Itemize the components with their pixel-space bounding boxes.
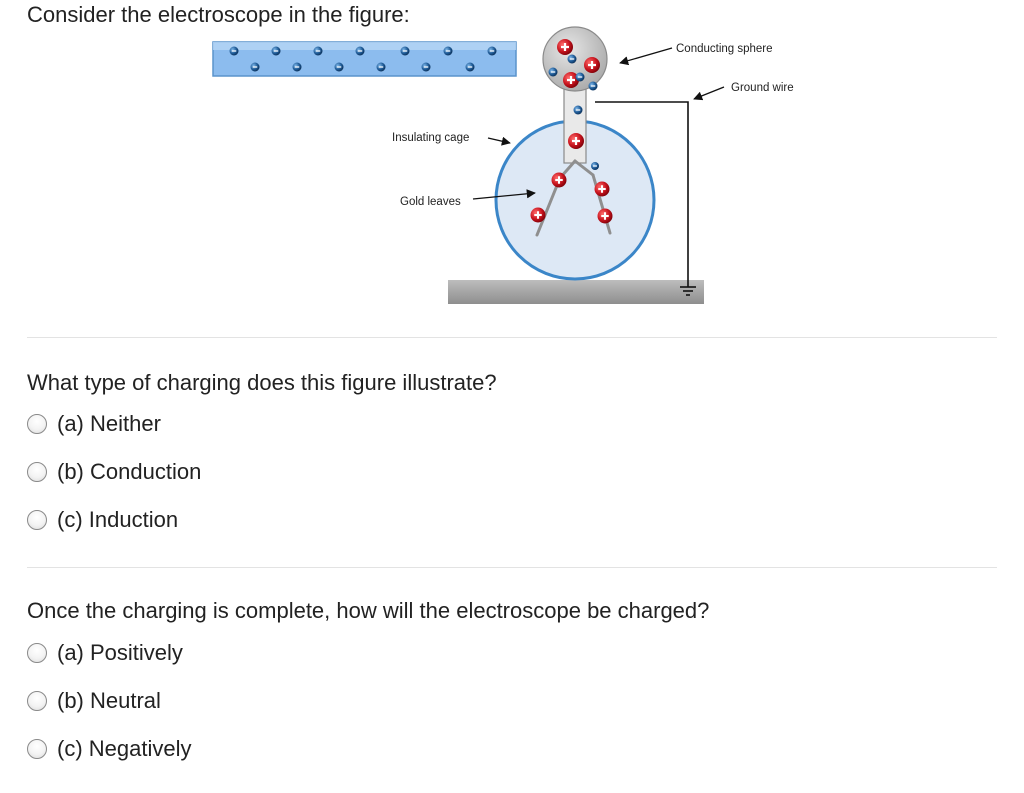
label-conducting-sphere: Conducting sphere bbox=[676, 43, 773, 55]
option-label: (c) Induction bbox=[57, 507, 179, 532]
negative-charge-icon bbox=[355, 46, 365, 56]
negative-charge-icon bbox=[487, 46, 497, 56]
option-label: (b) Conduction bbox=[57, 459, 202, 484]
electroscope-charges bbox=[530, 39, 613, 224]
option-label: (c) Negatively bbox=[57, 736, 192, 761]
label-insulating-cage: Insulating cage bbox=[392, 132, 469, 144]
electroscope-figure: Conducting sphere Ground wire Insulating… bbox=[212, 26, 794, 304]
radio-button[interactable] bbox=[27, 462, 47, 482]
negative-charge-icon bbox=[591, 162, 599, 170]
q1-option-b[interactable]: (b) Conduction bbox=[27, 459, 201, 485]
negative-charge-icon bbox=[313, 46, 323, 56]
negative-charge-icon bbox=[443, 46, 453, 56]
negative-charge-icon bbox=[548, 67, 558, 77]
section-divider bbox=[27, 567, 997, 568]
intro-text: Consider the electroscope in the figure: bbox=[27, 2, 410, 27]
radio-button[interactable] bbox=[27, 414, 47, 434]
option-label: (a) Neither bbox=[57, 411, 161, 436]
q2-option-c[interactable]: (c) Negatively bbox=[27, 736, 191, 762]
radio-button[interactable] bbox=[27, 643, 47, 663]
negative-charge-icon bbox=[421, 62, 431, 72]
gold-leaves bbox=[535, 159, 612, 237]
radio-button[interactable] bbox=[27, 691, 47, 711]
positive-charge-icon bbox=[551, 172, 567, 188]
option-label: (a) Positively bbox=[57, 640, 183, 665]
question-2-text: Once the charging is complete, how will … bbox=[27, 598, 710, 623]
section-divider bbox=[27, 337, 997, 338]
positive-charge-icon bbox=[568, 133, 584, 149]
positive-charge-icon bbox=[530, 207, 546, 223]
q2-option-a[interactable]: (a) Positively bbox=[27, 640, 183, 666]
negative-charge-icon bbox=[573, 105, 583, 115]
negative-charge-icon bbox=[400, 46, 410, 56]
negative-charge-icon bbox=[567, 54, 577, 64]
electroscope-stem bbox=[563, 84, 587, 164]
question-1-text: What type of charging does this figure i… bbox=[27, 370, 497, 395]
negative-charge-icon bbox=[271, 46, 281, 56]
option-label: (b) Neutral bbox=[57, 688, 161, 713]
label-ground-wire: Ground wire bbox=[731, 82, 794, 94]
label-arrows bbox=[472, 47, 725, 200]
negative-charge-icon bbox=[575, 72, 585, 82]
negative-charge-icon bbox=[229, 46, 239, 56]
negative-charge-icon bbox=[334, 62, 344, 72]
radio-button[interactable] bbox=[27, 510, 47, 530]
positive-charge-icon bbox=[584, 57, 600, 73]
ground-wire bbox=[595, 101, 689, 287]
label-gold-leaves: Gold leaves bbox=[400, 196, 461, 208]
q2-option-b[interactable]: (b) Neutral bbox=[27, 688, 161, 714]
ground-symbol-icon bbox=[680, 286, 696, 296]
q1-option-c[interactable]: (c) Induction bbox=[27, 507, 178, 533]
electroscope-base bbox=[448, 280, 704, 304]
negative-charge-icon bbox=[292, 62, 302, 72]
positive-charge-icon bbox=[557, 39, 573, 55]
radio-button[interactable] bbox=[27, 739, 47, 759]
q1-option-a[interactable]: (a) Neither bbox=[27, 411, 161, 437]
positive-charge-icon bbox=[563, 72, 579, 88]
negative-charge-icon bbox=[250, 62, 260, 72]
negative-charge-icon bbox=[465, 62, 475, 72]
positive-charge-icon bbox=[594, 181, 610, 197]
positive-charge-icon bbox=[597, 208, 613, 224]
rod-negative-charges bbox=[229, 46, 497, 72]
negative-charge-icon bbox=[376, 62, 386, 72]
charged-rod bbox=[212, 41, 517, 77]
negative-charge-icon bbox=[588, 81, 598, 91]
